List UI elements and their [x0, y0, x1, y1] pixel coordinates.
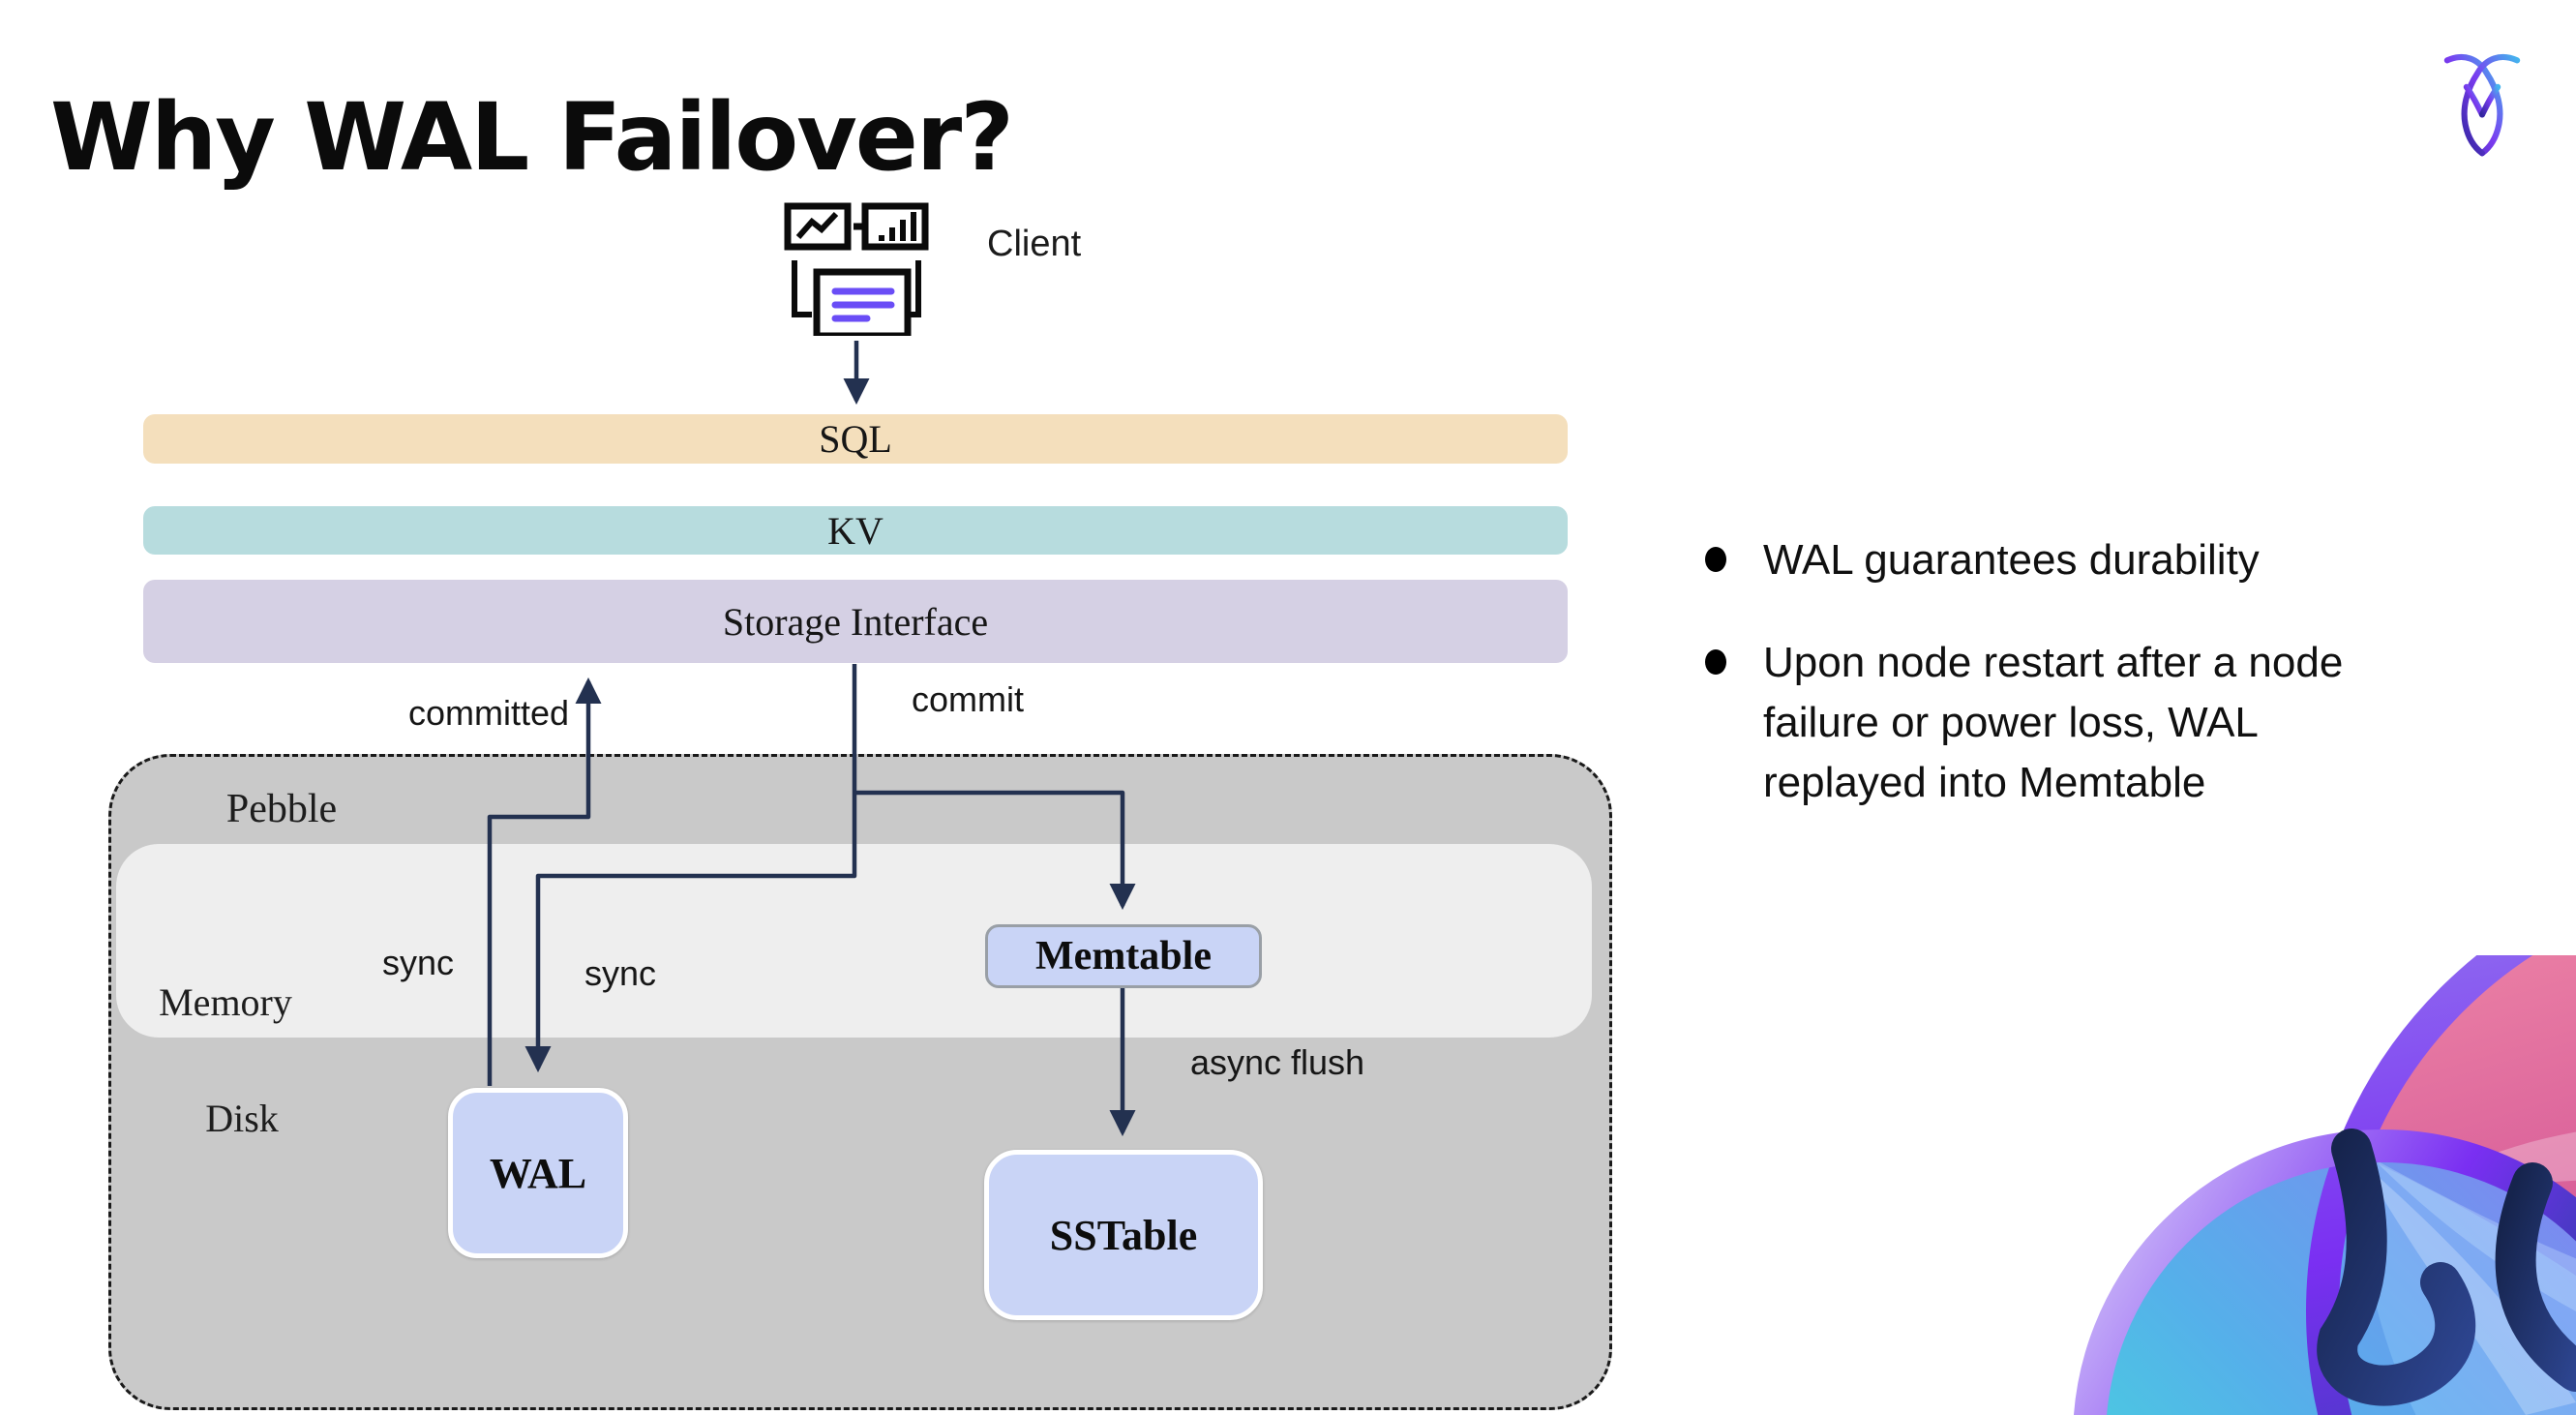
layer-kv: KV: [143, 506, 1568, 555]
client-label: Client: [987, 224, 1082, 264]
page-title: Why WAL Failover?: [50, 83, 1014, 193]
edge-label-committed: committed: [407, 693, 570, 733]
bullet-list: WAL guarantees durability Upon node rest…: [1705, 530, 2576, 813]
edge-label-commit: commit: [912, 679, 1024, 719]
bullet-text: Upon node restart after a node failure o…: [1763, 639, 2344, 806]
layer-sql: SQL: [143, 414, 1568, 464]
layer-sql-label: SQL: [819, 417, 892, 461]
edge-label-sync-left: sync: [381, 943, 455, 982]
memory-band: [116, 844, 1592, 1038]
layer-kv-label: KV: [827, 508, 884, 553]
bar-chart-icon: [861, 202, 929, 251]
edge-label-async-flush: async flush: [1189, 1042, 1365, 1082]
bullet-dot-icon: [1705, 649, 1726, 675]
layer-storage-interface-label: Storage Interface: [722, 599, 989, 644]
edge-label-sync-right: sync: [584, 953, 657, 993]
line-chart-icon: [784, 202, 852, 251]
layer-storage-interface: Storage Interface: [143, 580, 1568, 663]
bracket-left: [792, 260, 812, 317]
pebble-label: Pebble: [225, 787, 338, 831]
memory-label: Memory: [159, 980, 292, 1024]
cockroachdb-logo-icon: [2436, 48, 2529, 159]
disk-label: Disk: [205, 1097, 279, 1140]
list-item: WAL guarantees durability: [1705, 530, 2460, 590]
bullet-text: WAL guarantees durability: [1763, 536, 2260, 584]
sstable-node-label: SSTable: [1049, 1211, 1198, 1259]
wal-node-label: WAL: [489, 1149, 587, 1197]
wal-node: WAL: [448, 1088, 628, 1258]
cockroachdb-watermark-graphic: [2074, 955, 2576, 1415]
sstable-node: SSTable: [984, 1150, 1263, 1320]
memtable-node-label: Memtable: [1035, 934, 1212, 978]
client-devices-icon: [782, 198, 929, 340]
bullet-dot-icon: [1705, 547, 1726, 572]
memtable-node: Memtable: [985, 924, 1262, 988]
list-item: Upon node restart after a node failure o…: [1705, 633, 2460, 813]
